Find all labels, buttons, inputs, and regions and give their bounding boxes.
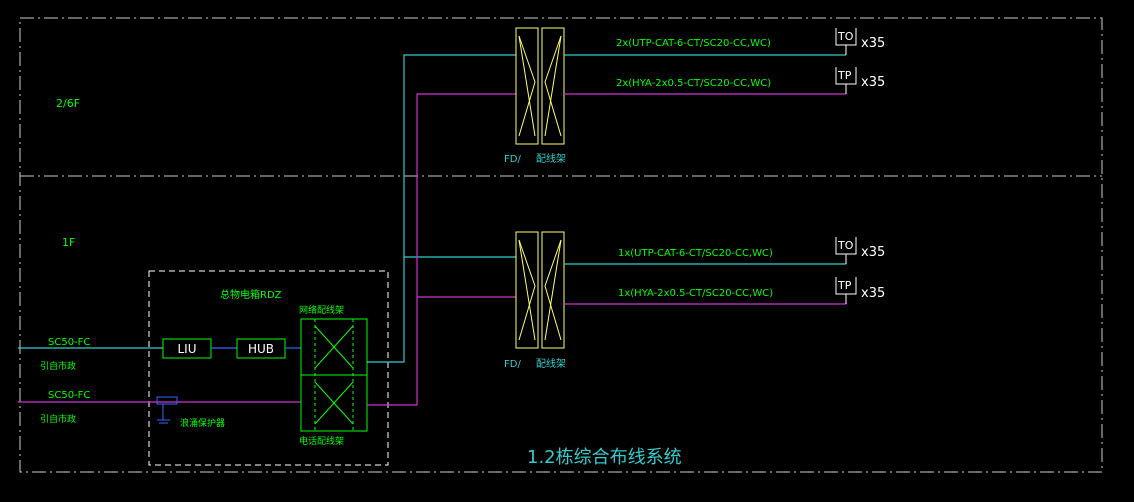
surge-protector-icon <box>156 396 178 424</box>
drawing-frame <box>19 17 1103 473</box>
incoming-fiber-source: 引自市政 <box>40 360 76 372</box>
upper-voice-cable: 2x(HYA-2x0.5-CT/SC20-CC,WC) <box>616 78 771 89</box>
outlet-to-upper-qty: x35 <box>861 36 885 51</box>
liu-label: LIU <box>177 342 196 356</box>
net-frame-label: 网络配线架 <box>299 304 344 316</box>
floor-label-upper: 2/6F <box>56 97 80 110</box>
rdz-enclosure <box>148 270 389 466</box>
riser-fiber-line <box>367 54 516 363</box>
hub-label: HUB <box>248 342 274 356</box>
fd-upper-label: FD/ <box>504 154 521 165</box>
lower-data-cable: 1x(UTP-CAT-6-CT/SC20-CC,WC) <box>618 248 773 259</box>
rdz-label: 总物电箱RDZ <box>220 288 282 301</box>
outlet-symbols <box>835 28 857 304</box>
outlet-tp-upper-qty: x35 <box>861 75 885 90</box>
fd-lower-label: FD/ <box>504 359 521 370</box>
outer-border <box>19 17 1103 473</box>
main-distribution-frame <box>300 318 368 432</box>
lower-voice-cable: 1x(HYA-2x0.5-CT/SC20-CC,WC) <box>618 288 773 299</box>
upper-data-cable: 2x(UTP-CAT-6-CT/SC20-CC,WC) <box>616 38 771 49</box>
incoming-fiber-cable: SC50-FC <box>48 337 90 348</box>
floor-label-lower: 1F <box>62 236 75 249</box>
riser-phone-line <box>367 93 516 406</box>
fd-upper-frame <box>515 27 565 145</box>
outlet-to-lower-label: TO <box>837 239 854 252</box>
fd-upper-frame-label: 配线架 <box>536 152 566 165</box>
outlet-tp-upper-label: TP <box>837 69 852 82</box>
incoming-phone-cable: SC50-FC <box>48 390 90 401</box>
incoming-phone-source: 引自市政 <box>40 413 76 425</box>
diagram-title: 1.2栋综合布线系统 <box>527 447 682 468</box>
outlet-tp-lower-qty: x35 <box>861 286 885 301</box>
outlet-to-lower-qty: x35 <box>861 245 885 260</box>
outlet-to-upper-label: TO <box>837 30 854 43</box>
fd-lower-frame-label: 配线架 <box>536 357 566 370</box>
outlet-tp-lower-label: TP <box>837 279 852 292</box>
surge-protector-label: 浪涌保护器 <box>180 417 225 429</box>
fd-lower-frame <box>515 231 565 349</box>
tel-frame-label: 电话配线架 <box>299 435 344 447</box>
